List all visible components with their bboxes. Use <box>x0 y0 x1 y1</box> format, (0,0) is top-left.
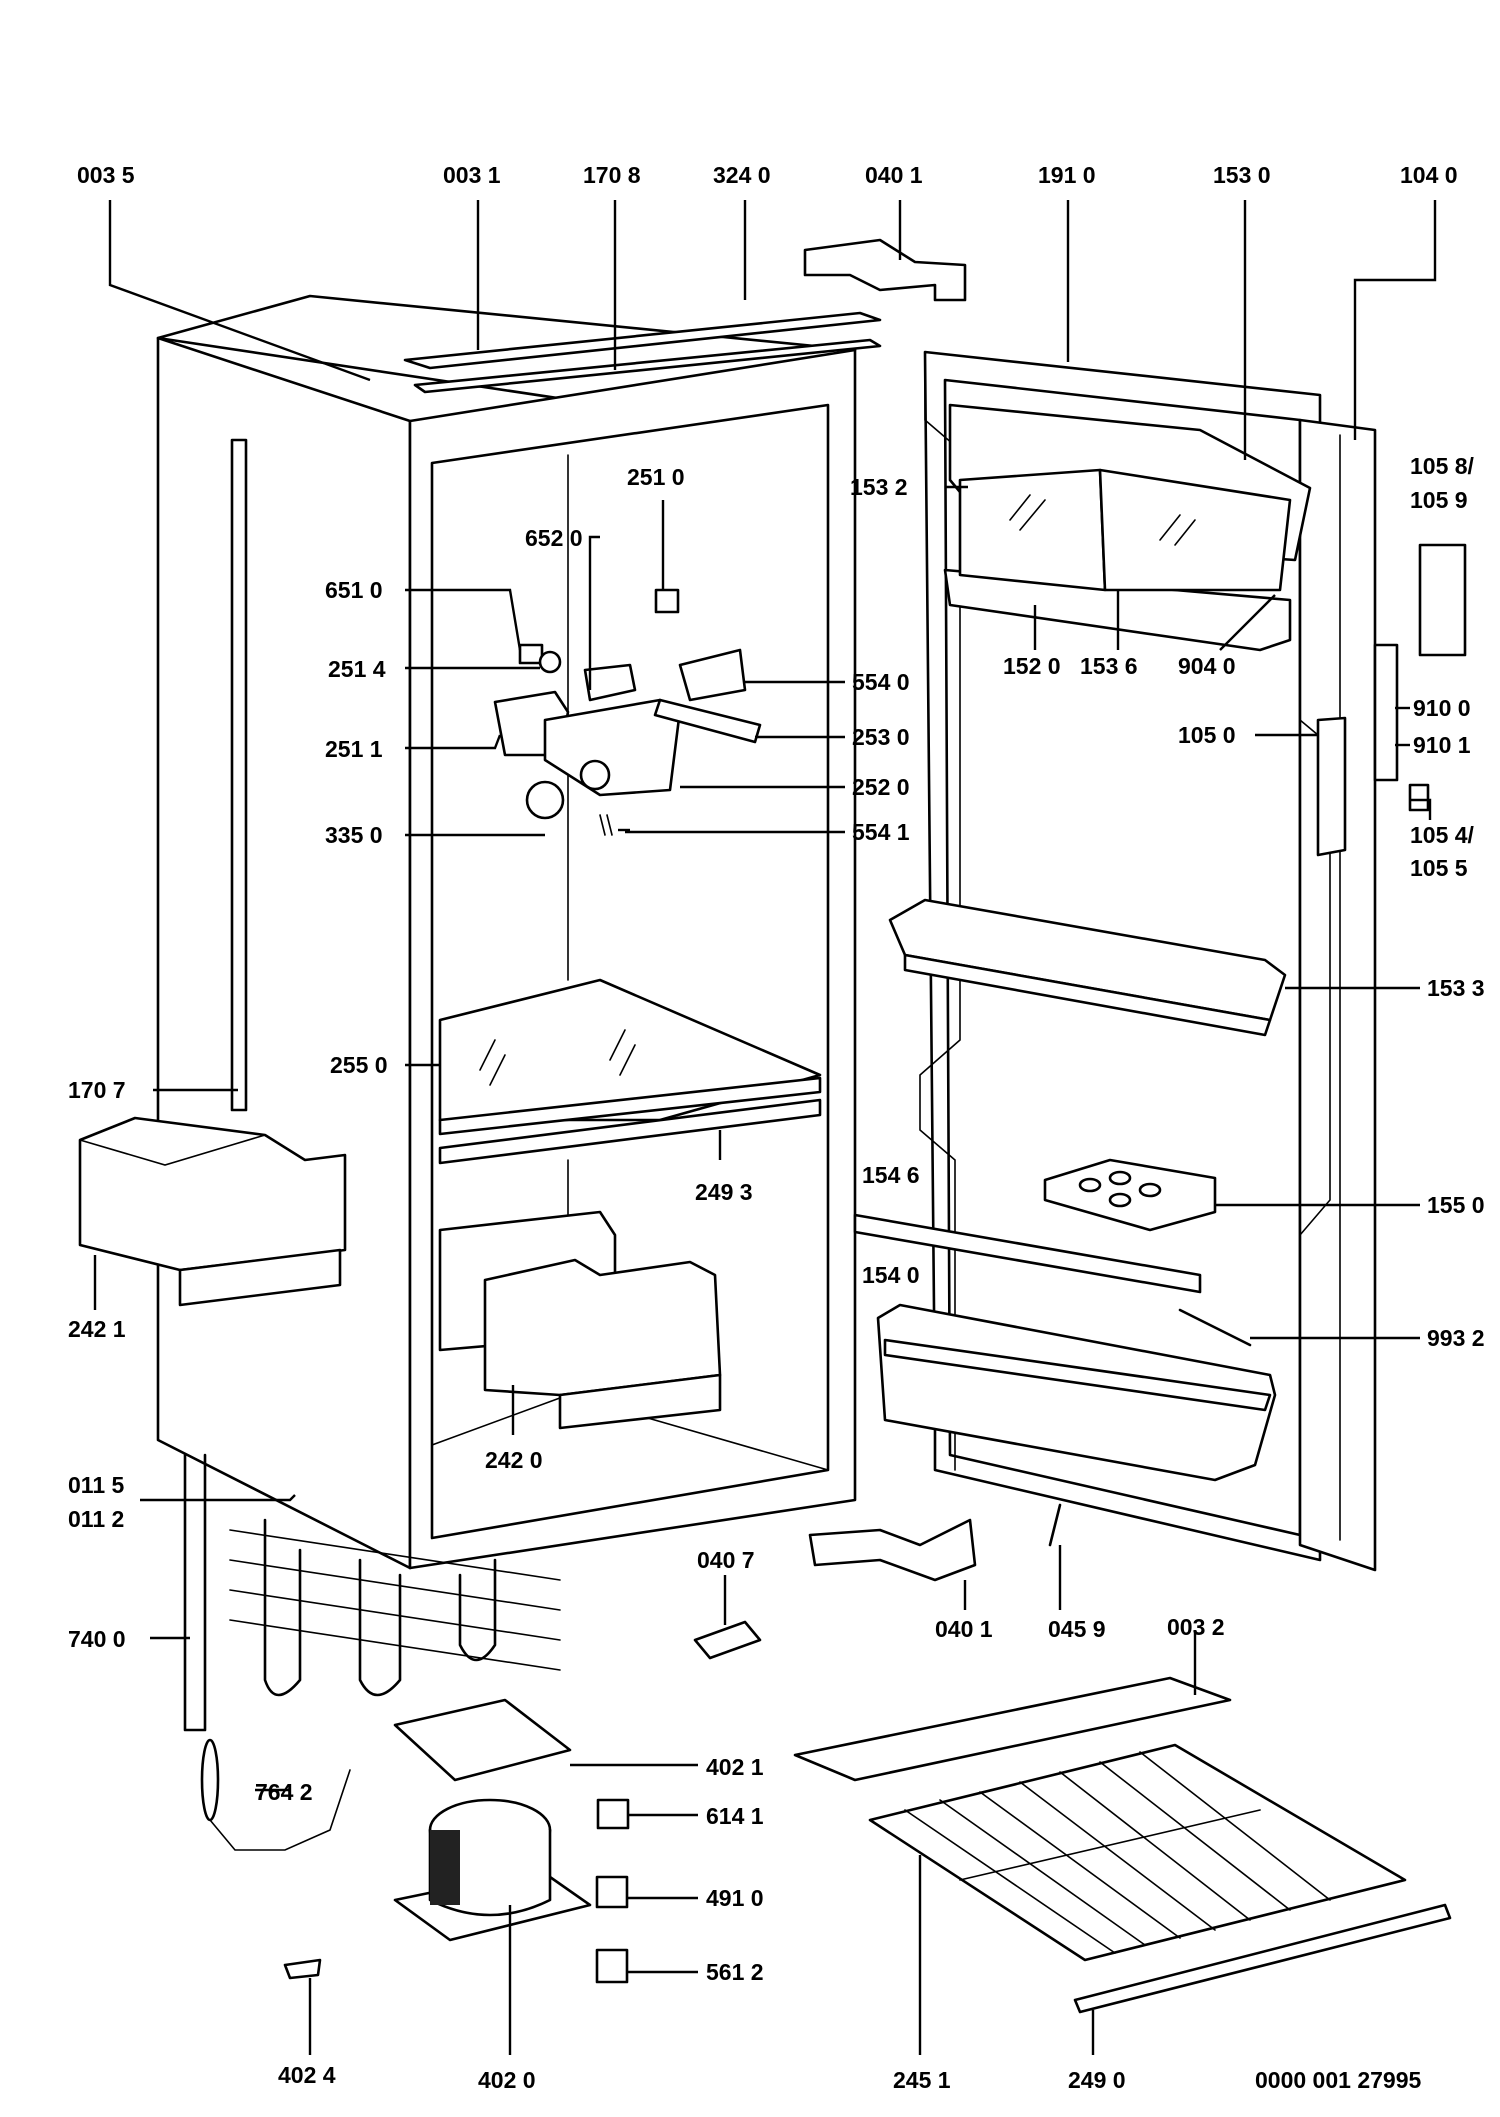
label-1910: 191 0 <box>1038 162 1096 188</box>
label-5541: 554 1 <box>852 819 910 845</box>
vegetable-box <box>78 1116 347 1307</box>
label-9100: 910 0 <box>1413 695 1471 721</box>
relay <box>596 1798 630 1830</box>
label-1058: 105 8/ <box>1410 453 1475 479</box>
label-6520: 652 0 <box>525 525 583 551</box>
door-tray <box>888 898 1287 1037</box>
label-6510: 651 0 <box>325 577 383 603</box>
label-1530: 153 0 <box>1213 162 1271 188</box>
label-0032: 003 2 <box>1167 1614 1225 1640</box>
label-0459: 045 9 <box>1048 1616 1106 1642</box>
label-2451: 245 1 <box>893 2067 951 2093</box>
leader-lines <box>93 200 1437 2055</box>
label-2530: 253 0 <box>852 724 910 750</box>
label-9932: 993 2 <box>1427 1325 1485 1351</box>
label-0112: 011 2 <box>68 1506 124 1532</box>
clip <box>283 1958 322 1980</box>
label-3350: 335 0 <box>325 822 383 848</box>
compressor <box>393 1698 592 1942</box>
door-fixing <box>1418 543 1467 657</box>
overload <box>595 1948 629 1984</box>
label-9040: 904 0 <box>1178 653 1236 679</box>
bracket <box>693 1620 762 1660</box>
condenser <box>183 1453 561 1732</box>
label-1050: 105 0 <box>1178 722 1236 748</box>
label-4024: 402 4 <box>278 2062 336 2088</box>
bottle-rail <box>853 1213 1202 1294</box>
wire-shelf <box>868 1743 1407 1962</box>
screw <box>1048 1503 1062 1547</box>
light-assembly <box>493 588 762 836</box>
label-1532: 153 2 <box>850 474 908 500</box>
relay-cover <box>595 1875 629 1909</box>
label-0035: 003 5 <box>77 162 135 188</box>
label-3240: 324 0 <box>713 162 771 188</box>
crisper-drawer <box>438 1210 722 1430</box>
label-0407: 040 7 <box>697 1547 755 1573</box>
door-hinge-bottom <box>808 1518 977 1582</box>
door-latch <box>1373 643 1399 782</box>
label-4020: 402 0 <box>478 2067 536 2093</box>
label-0115: 011 5 <box>68 1472 124 1498</box>
label-6141: 614 1 <box>706 1803 764 1829</box>
dryer <box>200 1738 220 1822</box>
door-hinge <box>803 238 967 302</box>
thermometer <box>1178 1308 1252 1347</box>
latch-clip <box>1408 783 1430 812</box>
label-7400: 740 0 <box>68 1626 126 1652</box>
label-2520: 252 0 <box>852 774 910 800</box>
label-5540: 554 0 <box>852 669 910 695</box>
label-2514: 251 4 <box>328 656 386 682</box>
document-number: 0000 001 27995 <box>1255 2067 1421 2093</box>
bottle-tray <box>876 1303 1277 1482</box>
label-1708: 170 8 <box>583 162 641 188</box>
shelf-rail <box>438 1098 822 1165</box>
plinth-cover <box>793 1676 1232 1782</box>
label-1546: 154 6 <box>862 1162 920 1188</box>
label-0031: 003 1 <box>443 162 501 188</box>
label-1540: 154 0 <box>862 1262 920 1288</box>
glass-shelf <box>438 978 822 1136</box>
label-2493: 249 3 <box>695 1179 753 1205</box>
label-7642: 764 2 <box>255 1779 313 1805</box>
label-2420: 242 0 <box>485 1447 543 1473</box>
label-1054: 105 4/ <box>1410 822 1475 848</box>
label-0401-top: 040 1 <box>865 162 923 188</box>
label-2490: 249 0 <box>1068 2067 1126 2093</box>
label-2421: 242 1 <box>68 1316 126 1342</box>
part-labels: 003 5 003 1 170 8 324 0 040 1 191 0 153 … <box>68 162 1485 2093</box>
label-5612: 561 2 <box>706 1959 764 1985</box>
label-1536: 153 6 <box>1080 653 1138 679</box>
label-0401-bottom: 040 1 <box>935 1616 993 1642</box>
label-4021: 402 1 <box>706 1754 764 1780</box>
label-2510: 251 0 <box>627 464 685 490</box>
label-1550: 155 0 <box>1427 1192 1485 1218</box>
front-bar <box>1073 1903 1452 2014</box>
label-1533: 153 3 <box>1427 975 1485 1001</box>
label-1707: 170 7 <box>68 1077 126 1103</box>
label-2511: 251 1 <box>325 736 383 762</box>
label-1040: 104 0 <box>1400 162 1458 188</box>
label-4910: 491 0 <box>706 1885 764 1911</box>
egg-tray <box>1043 1158 1217 1232</box>
dairy-compartment <box>943 403 1312 652</box>
door-strip <box>1316 716 1347 857</box>
label-1059: 105 9 <box>1410 487 1468 513</box>
label-9101: 910 1 <box>1413 732 1471 758</box>
label-1520: 152 0 <box>1003 653 1061 679</box>
label-2550: 255 0 <box>330 1052 388 1078</box>
label-1055: 105 5 <box>1410 855 1468 881</box>
